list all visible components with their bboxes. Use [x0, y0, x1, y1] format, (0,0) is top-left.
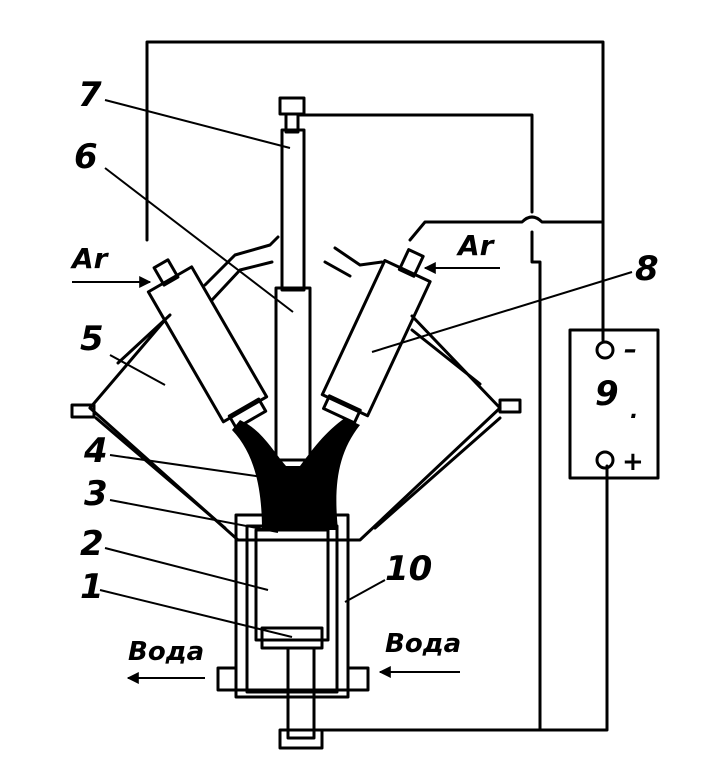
label-10: 10: [385, 549, 432, 589]
label-5: 5: [80, 319, 104, 359]
label-8: 8: [635, 249, 659, 289]
gas-label-right: Ar: [456, 229, 496, 262]
minus-sign: –: [624, 335, 637, 365]
central-electrode: [274, 96, 312, 462]
label-4: 4: [83, 431, 108, 471]
label-1: 1: [80, 567, 104, 607]
callout-numbers: 7 6 8 5 9 4 3 2 10 1: [74, 75, 659, 607]
crucible: [216, 513, 370, 750]
water-label-left: Вода: [128, 637, 204, 667]
label-3: 3: [84, 474, 108, 514]
gas-label-left: Ar: [70, 242, 110, 275]
water-flow: Вода Вода: [126, 629, 461, 684]
power-source: – + .: [568, 328, 660, 480]
dot-mark: .: [630, 399, 638, 424]
label-9: 9: [595, 374, 619, 414]
label-6: 6: [74, 137, 98, 177]
plasma-arc: [232, 418, 360, 530]
water-label-right: Вода: [385, 629, 461, 659]
leader-lines: [99, 99, 633, 638]
gas-inlets: Ar Ar: [70, 229, 500, 288]
right-plasma-torch: [320, 248, 432, 425]
wiring: [145, 40, 609, 732]
plus-sign: +: [622, 447, 644, 477]
label-2: 2: [80, 524, 104, 564]
label-7: 7: [78, 75, 102, 115]
left-plasma-torch: [146, 258, 269, 430]
furnace-chamber: [70, 235, 522, 542]
